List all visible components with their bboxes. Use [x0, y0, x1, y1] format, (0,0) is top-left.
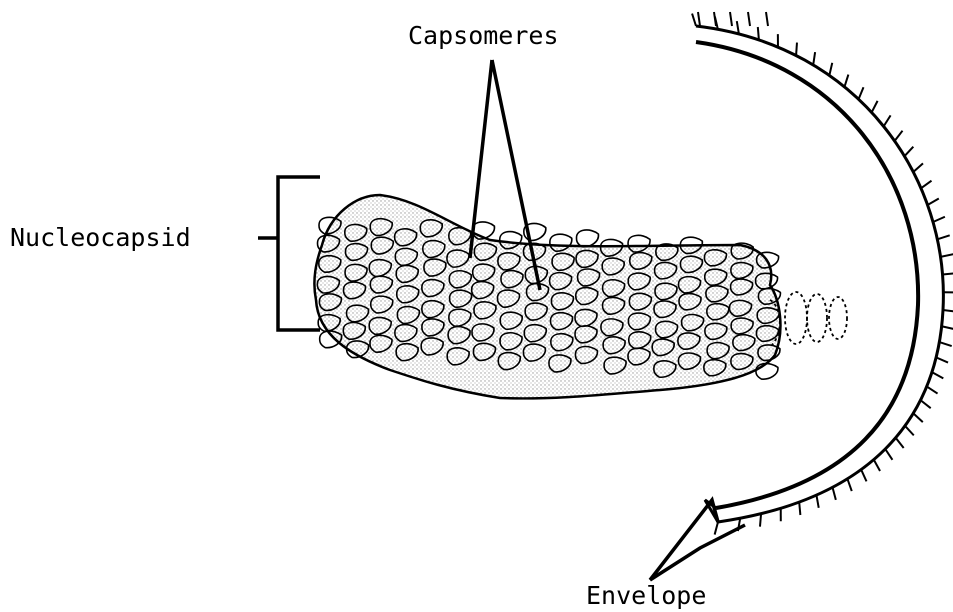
- envelope-spike: [844, 75, 848, 87]
- envelope-spike: [921, 181, 932, 189]
- envelope-pointer: [650, 500, 745, 580]
- envelope-spike: [942, 326, 953, 329]
- envelope-spike: [760, 514, 761, 527]
- envelope-spike: [832, 487, 835, 500]
- envelope-spike: [758, 27, 759, 40]
- envelope-spike: [943, 310, 953, 312]
- envelope-spike: [933, 217, 945, 222]
- nucleic-acid-coil: [770, 292, 847, 345]
- envelope-spike: [796, 43, 797, 56]
- envelope-spike: [913, 163, 923, 172]
- envelope-spike: [859, 87, 864, 99]
- nucleocapsid-bracket: [258, 177, 320, 330]
- envelope-spike: [939, 342, 951, 346]
- envelope-spike: [874, 460, 880, 471]
- envelope-spike: [816, 495, 818, 508]
- envelope-spike: [872, 101, 878, 113]
- label-nucleocapsid: Nucleocapsid: [10, 223, 191, 252]
- envelope-spike: [927, 386, 938, 393]
- envelope-spike: [913, 413, 923, 422]
- envelope-spike: [895, 131, 903, 141]
- envelope-spike: [730, 12, 732, 26]
- nucleocapsid: [314, 195, 847, 398]
- capsomere: [756, 364, 778, 380]
- envelope-spike: [861, 470, 866, 482]
- envelope-spike: [813, 52, 815, 65]
- envelope-spike: [941, 254, 953, 257]
- capsomere: [576, 230, 598, 247]
- envelope-spike: [714, 12, 716, 26]
- envelope-spike: [936, 357, 948, 362]
- envelope-spike: [885, 449, 892, 460]
- envelope-spike: [932, 372, 943, 378]
- envelope-spike: [904, 147, 913, 157]
- envelope-spike: [799, 502, 800, 515]
- envelope-spike: [896, 438, 904, 448]
- envelope-spike: [748, 12, 750, 26]
- envelope-spike: [766, 12, 768, 26]
- label-envelope: Envelope: [586, 581, 706, 610]
- envelope-spike: [698, 12, 700, 26]
- envelope-spike: [692, 14, 696, 26]
- envelope-spike: [905, 426, 914, 436]
- envelope-spike: [847, 479, 851, 491]
- envelope-spike: [937, 235, 949, 239]
- envelope-spike: [829, 63, 832, 76]
- envelope-spike: [920, 400, 930, 408]
- label-capsomeres: Capsomeres: [408, 21, 559, 50]
- envelope-spike: [884, 115, 891, 126]
- envelope-spike: [928, 198, 939, 204]
- envelope-spike: [715, 522, 718, 535]
- envelope-spike: [943, 273, 953, 274]
